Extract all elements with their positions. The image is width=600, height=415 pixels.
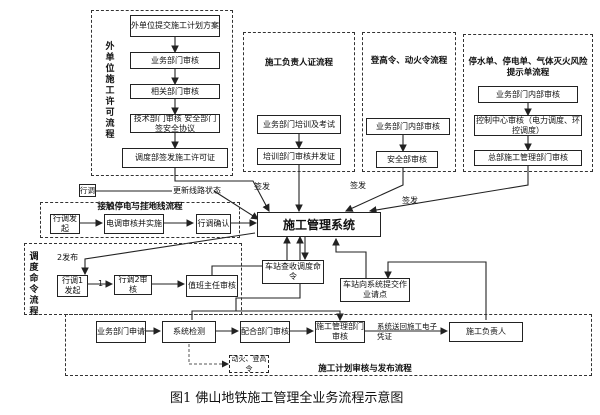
mgmt-review-box: 施工管理部门审核 [315, 321, 365, 343]
training-exam-box: 业务部门培训及考试 [257, 115, 341, 134]
dispatch-command-title: 调度命令流程 [29, 252, 39, 317]
leader-cert-title: 施工负责人证流程 [264, 58, 333, 68]
tech-safety-box: 技术部门审核 安全部门签安全协议 [130, 114, 220, 133]
dispatch-start-box: 行调发起 [50, 214, 80, 234]
station-receive-box: 车站查收调度命令 [262, 260, 324, 284]
supervisor-review-box: 值班主任审核 [186, 275, 238, 297]
business-review-box: 业务部门审核 [130, 52, 220, 69]
dispatch-confirm-box: 行调确认 [196, 214, 231, 234]
internal-review-box: 业务部门内部审核 [366, 118, 450, 135]
dispatch-box: 行调 [79, 184, 96, 197]
contact-power-group [40, 202, 240, 238]
system-check-box: 系统检测 [162, 321, 216, 343]
outsource-permit-group [91, 10, 233, 176]
update-line-label: 更新线路状态 [173, 186, 221, 195]
plan-review-title: 施工计划审核与发布流程 [318, 364, 412, 374]
climb-fire-title: 登高令、动火令流程 [370, 56, 448, 66]
return-voucher-label: 系统送回施工电子凭证 [377, 322, 437, 341]
construction-management-system: 施工管理系统 [257, 212, 381, 237]
plan-review-group [65, 314, 592, 376]
contact-power-title: 接触停电与挂地线流程 [97, 202, 183, 212]
step-one-label: 1 [98, 279, 104, 288]
sign-label-1: 签发 [254, 182, 270, 191]
outsource-permit-title: 外单位施工许可流程 [105, 42, 115, 140]
construction-leader-box: 施工负责人 [449, 322, 523, 342]
safety-review-box: 安全部审核 [376, 151, 438, 168]
dispatch-two-box: 行调2审核 [114, 275, 152, 295]
dispatch-permit-box: 调度部签发施工许可证 [122, 148, 228, 168]
submit-plan-box: 外单位提交施工计划方案 [130, 15, 220, 37]
hq-construction-box: 总部施工管理部门审核 [474, 150, 582, 166]
fire-climb-order-box: 动火、登高令 [229, 355, 269, 373]
sign-label-3: 签发 [402, 196, 418, 205]
stop-notice-group [463, 34, 593, 172]
cooperate-review-box: 配合部门审核 [240, 321, 290, 343]
dispatch-one-box: 行调1发起 [57, 275, 88, 297]
business-apply-box: 业务部门申请 [96, 321, 146, 343]
sign-label-2: 签发 [350, 181, 366, 190]
climb-fire-group [362, 32, 456, 172]
leader-cert-group [243, 32, 355, 172]
stop-notice-title: 停水单、停电单、气体灭火风险提示单流程 [468, 57, 588, 78]
power-review-box: 电调审核并实施 [104, 214, 164, 234]
publish-label: 2发布 [57, 253, 79, 262]
figure-caption: 图1 佛山地铁施工管理全业务流程示意图 [170, 391, 404, 406]
stop-internal-box: 业务部门内部审核 [478, 86, 578, 103]
control-center-box: 控制中心审核（电力调度、环控调度） [474, 115, 582, 136]
issue-cert-box: 培训部门审核并发证 [257, 148, 341, 165]
related-review-box: 相关部门审核 [130, 84, 220, 99]
station-apply-box: 车站向系统提交作业请点 [340, 278, 410, 302]
